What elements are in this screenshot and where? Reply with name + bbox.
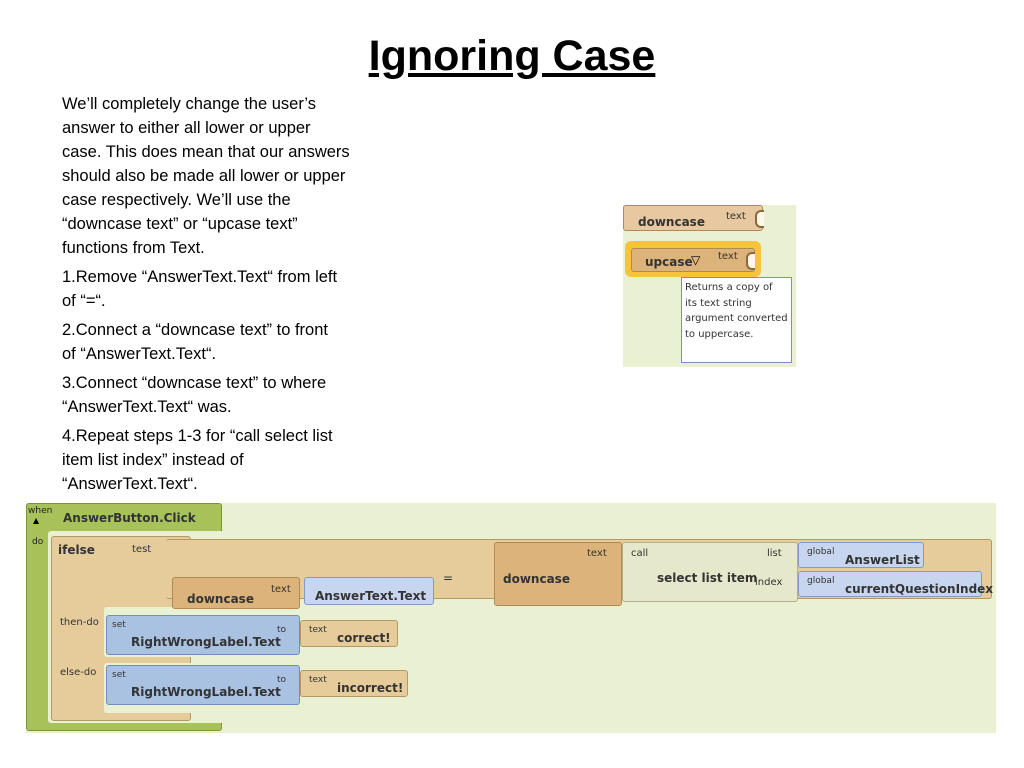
incorrect-text-block: text incorrect! — [300, 670, 408, 697]
current-question-index-block: global currentQuestionIndex — [798, 571, 993, 597]
answerlist-block: global AnswerList — [798, 542, 924, 568]
body-text: We’ll completely change the user’s answe… — [62, 92, 382, 501]
collapse-arrow-icon: ▲ — [33, 516, 40, 525]
slide-title: Ignoring Case — [368, 32, 656, 80]
answertext-block: AnswerText.Text — [304, 577, 434, 605]
set-correct-block: set RightWrongLabel.Text to — [106, 615, 300, 655]
downcase-block-right: downcase text — [494, 542, 622, 606]
downcase-block: downcase text — [623, 205, 764, 231]
downcase-block-left: downcase text — [172, 577, 300, 609]
intro-paragraph: We’ll completely change the user’s answe… — [62, 95, 350, 257]
upcase-tooltip: Returns a copy of its text string argume… — [681, 277, 792, 363]
text-palette-image: downcase text upcase ▽ text Returns a co… — [623, 205, 796, 367]
correct-text-block: text correct! — [300, 620, 398, 647]
blocks-editor-image: when ▲ AnswerButton.Click do ifelse test… — [26, 503, 996, 733]
upcase-block: upcase ▽ text — [631, 248, 755, 272]
set-incorrect-block: set RightWrongLabel.Text to — [106, 665, 300, 705]
dropdown-icon: ▽ — [691, 253, 701, 267]
event-name: AnswerButton.Click — [63, 511, 196, 525]
step-3: 3.Connect “downcase text” to where“Answe… — [62, 374, 327, 416]
step-4: 4.Repeat steps 1-3 for “call select list… — [62, 427, 333, 493]
select-list-item-block: call select list item list index — [622, 542, 798, 602]
